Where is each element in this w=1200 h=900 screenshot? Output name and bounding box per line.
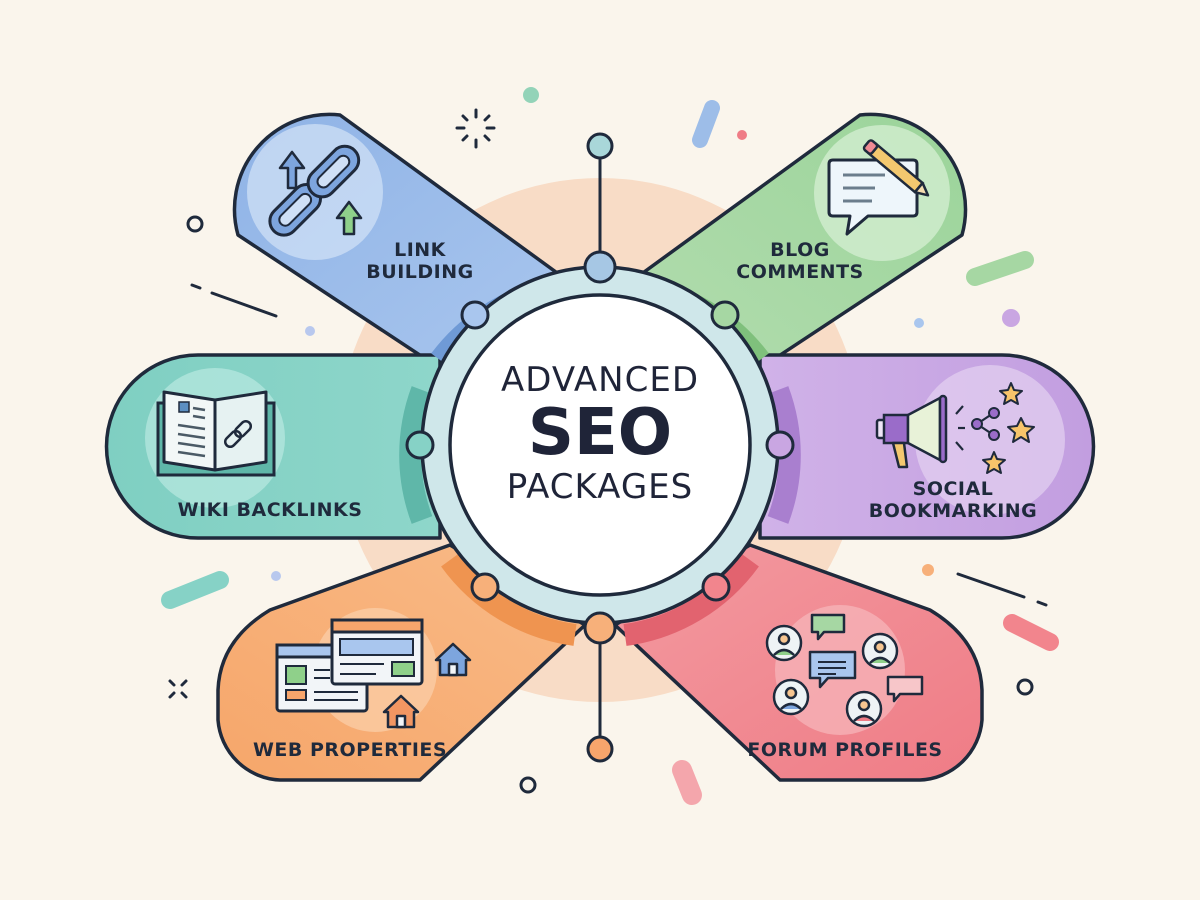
user-chat-icon <box>765 613 924 728</box>
ring-nodes <box>405 250 795 645</box>
label-line: BOOKMARKING <box>868 499 1038 522</box>
star-icons <box>982 382 1035 474</box>
label-line: WIKI BACKLINKS <box>177 499 363 521</box>
label-line: BLOG <box>770 239 830 261</box>
label-social-bookmarking: SOCIAL BOOKMARKING <box>868 478 1038 523</box>
label-line: COMMENTS <box>736 260 864 283</box>
browser-windows-icon <box>275 618 424 713</box>
label-blog-comments: BLOG COMMENTS <box>715 239 885 284</box>
label-wiki-backlinks: WIKI BACKLINKS <box>160 499 380 522</box>
label-web-properties: WEB PROPERTIES <box>240 739 460 762</box>
house-icon <box>382 642 472 729</box>
label-line: BUILDING <box>366 260 474 283</box>
label-link-building: LINK BUILDING <box>360 239 480 284</box>
center-title: ADVANCED SEO PACKAGES <box>450 360 750 507</box>
label-line: FORUM PROFILES <box>747 739 943 761</box>
label-line: SOCIAL <box>912 478 994 500</box>
connectors <box>586 132 614 763</box>
label-forum-profiles: FORUM PROFILES <box>730 739 960 762</box>
arrow-up-icon <box>278 150 363 236</box>
chain-link-icon <box>268 144 361 237</box>
megaphone-share-icon <box>875 394 1000 469</box>
label-line: WEB PROPERTIES <box>252 739 448 761</box>
decorations <box>161 87 1059 805</box>
comment-pencil-icon <box>827 139 930 236</box>
label-line: LINK <box>394 239 446 261</box>
center-circle[interactable] <box>448 293 752 597</box>
title-seo: SEO <box>527 396 673 470</box>
open-book-link-icon <box>156 390 276 477</box>
title-packages: PACKAGES <box>506 467 694 508</box>
title-advanced: ADVANCED <box>500 360 700 400</box>
